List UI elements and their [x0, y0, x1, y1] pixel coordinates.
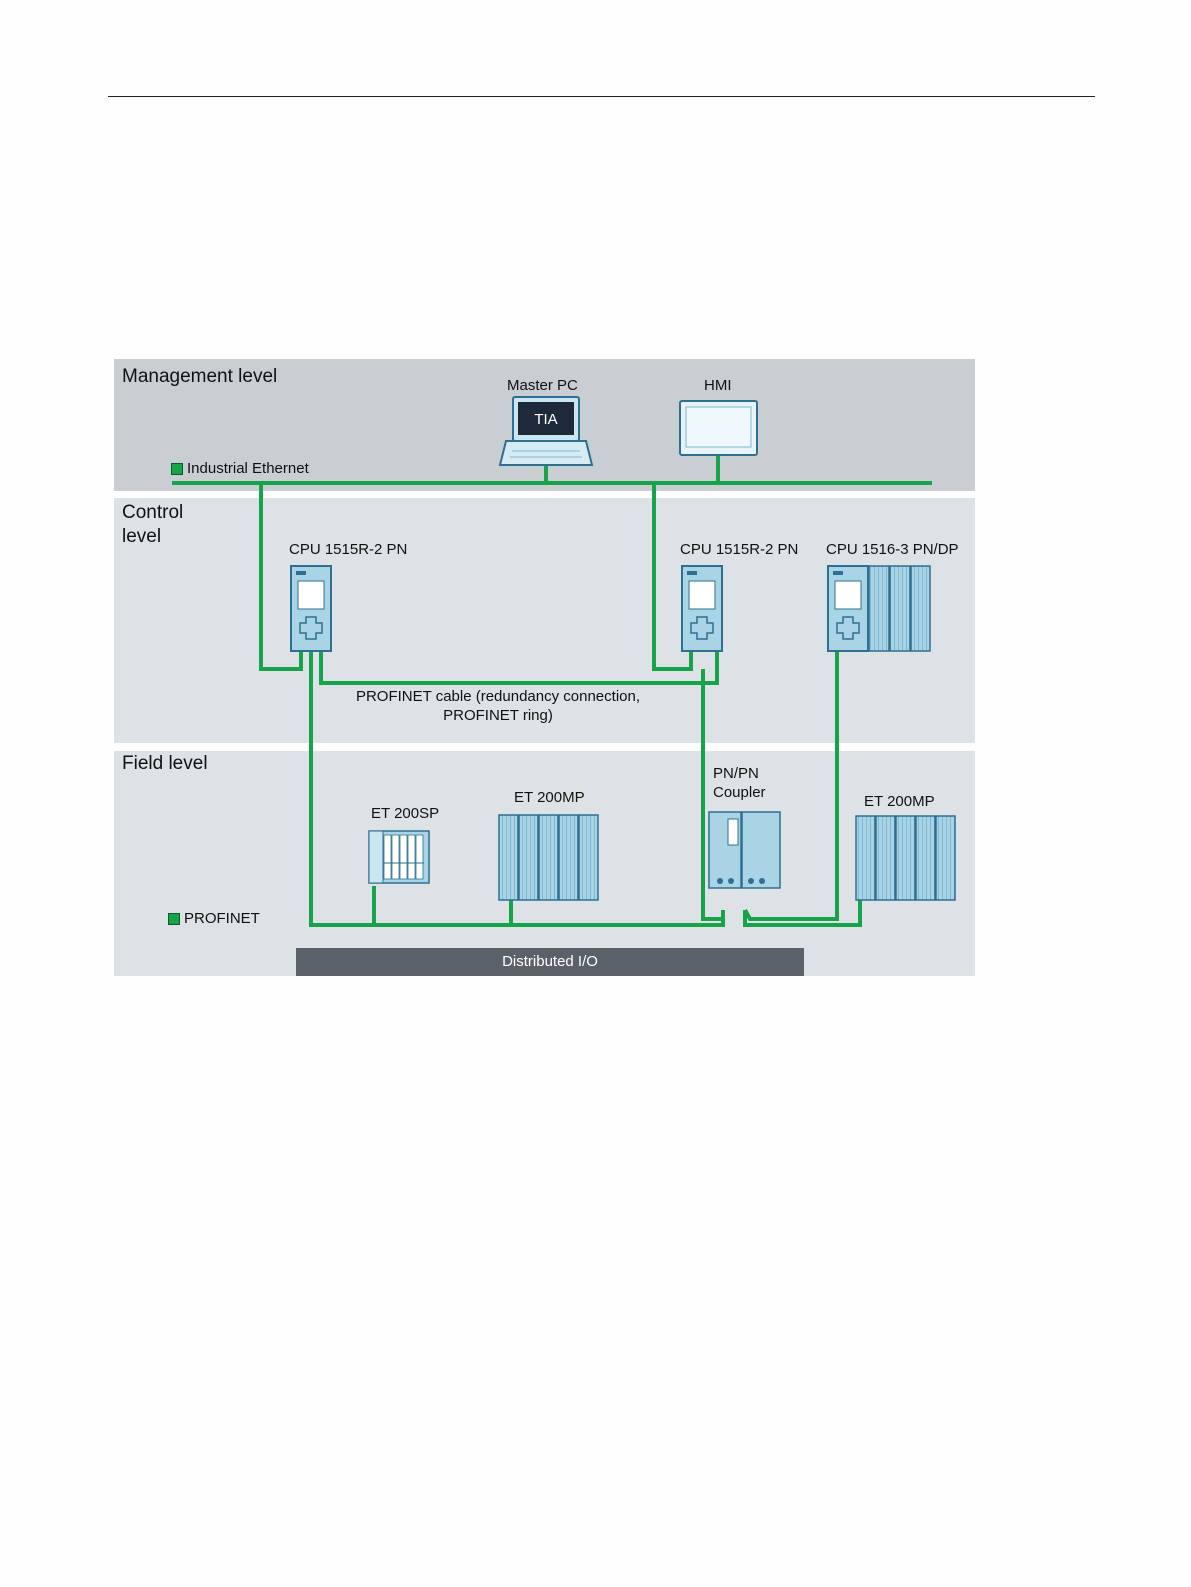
- master-pc-laptop-icon: TIA: [500, 397, 592, 465]
- network-drawing: TIA: [114, 359, 975, 976]
- master-pc-label: Master PC: [507, 376, 578, 395]
- profinet-cable-annotation: PROFINET cable (redundancy connection, P…: [338, 687, 658, 725]
- master-pc-screen-text: TIA: [534, 411, 557, 428]
- legend-industrial-ethernet-label: Industrial Ethernet: [187, 460, 309, 478]
- legend-industrial-ethernet: Industrial Ethernet: [171, 460, 309, 478]
- cpu-left-icon: [291, 566, 331, 651]
- distributed-io-bar: Distributed I/O: [296, 948, 804, 976]
- et200mp-right-icon: [856, 816, 955, 900]
- cpu-1516-icon: [828, 566, 930, 651]
- cpu-right-icon: [682, 566, 722, 651]
- industrial-ethernet-swatch: [171, 463, 183, 475]
- et200sp-label: ET 200SP: [371, 804, 439, 823]
- cpu-1516-label: CPU 1516-3 PN/DP: [826, 540, 959, 559]
- pn-coupler-icon: [709, 812, 780, 888]
- hmi-panel-icon: [680, 401, 757, 455]
- legend-profinet-label: PROFINET: [184, 910, 260, 928]
- cpu-right-label: CPU 1515R-2 PN: [680, 540, 798, 559]
- hmi-label: HMI: [704, 376, 732, 395]
- cpu-left-label: CPU 1515R-2 PN: [289, 540, 407, 559]
- et200mp-left-icon: [499, 815, 598, 900]
- network-diagram: Management level Control level Field lev…: [114, 359, 975, 976]
- et200mp-right-label: ET 200MP: [864, 792, 935, 811]
- page-header-rule: [108, 96, 1095, 97]
- profinet-swatch: [168, 913, 180, 925]
- et200sp-icon: [369, 831, 429, 883]
- legend-profinet: PROFINET: [168, 910, 260, 928]
- et200mp-left-label: ET 200MP: [514, 788, 585, 807]
- pn-coupler-label: PN/PN Coupler: [713, 764, 766, 802]
